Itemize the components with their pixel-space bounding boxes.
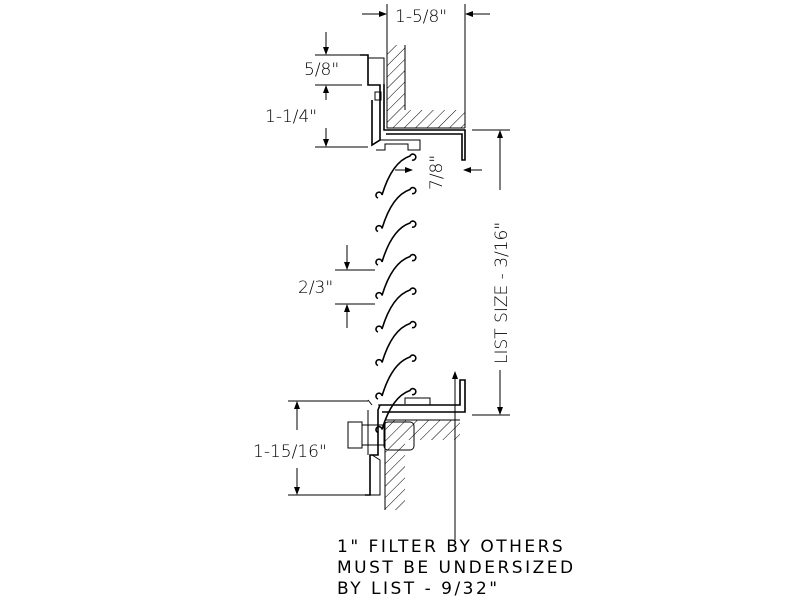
note-line-1: 1" FILTER BY OTHERS (337, 537, 565, 557)
dim-bottom-frame: 1-15/16" (253, 400, 368, 496)
dim-blade-depth-label: 7/8" (427, 155, 447, 190)
bottom-frame (365, 379, 466, 496)
dim-top-width: 1-5/8" (362, 4, 490, 128)
note-line-3: BY LIST - 9/32" (337, 579, 500, 599)
top-frame (360, 54, 466, 161)
dim-blade-spacing: 2/3" (298, 245, 375, 328)
louver-blade (375, 186, 417, 233)
louver-blade (375, 220, 417, 266)
dim-list-size: LIST SIZE - 3/16" (472, 129, 512, 416)
bottom-wall-hatch (384, 419, 460, 510)
dim-blade-spacing-label: 2/3" (298, 278, 333, 298)
dim-bottom-frame-label: 1-15/16" (253, 442, 327, 462)
dim-top-frame: 1-1/4" (265, 85, 368, 148)
louver-blade (375, 287, 417, 333)
louver-blade (375, 153, 417, 199)
dim-top-width-label: 1-5/8" (395, 7, 447, 27)
louver-blade (375, 253, 417, 300)
dim-top-flange-label: 5/8" (304, 60, 339, 80)
fastener-bolt (347, 421, 415, 451)
dim-list-size-label: LIST SIZE - 3/16" (492, 222, 512, 364)
dim-blade-depth: 7/8" (395, 155, 482, 190)
top-wall-hatch (386, 45, 465, 129)
filter-note: 1" FILTER BY OTHERS MUST BE UNDERSIZED B… (337, 537, 576, 599)
note-line-2: MUST BE UNDERSIZED (337, 558, 576, 578)
louver-blade (375, 354, 417, 400)
dim-top-flange: 5/8" (304, 32, 362, 86)
louver-blade (375, 320, 417, 367)
dim-top-frame-label: 1-1/4" (265, 107, 317, 127)
louver-blades (375, 153, 417, 434)
